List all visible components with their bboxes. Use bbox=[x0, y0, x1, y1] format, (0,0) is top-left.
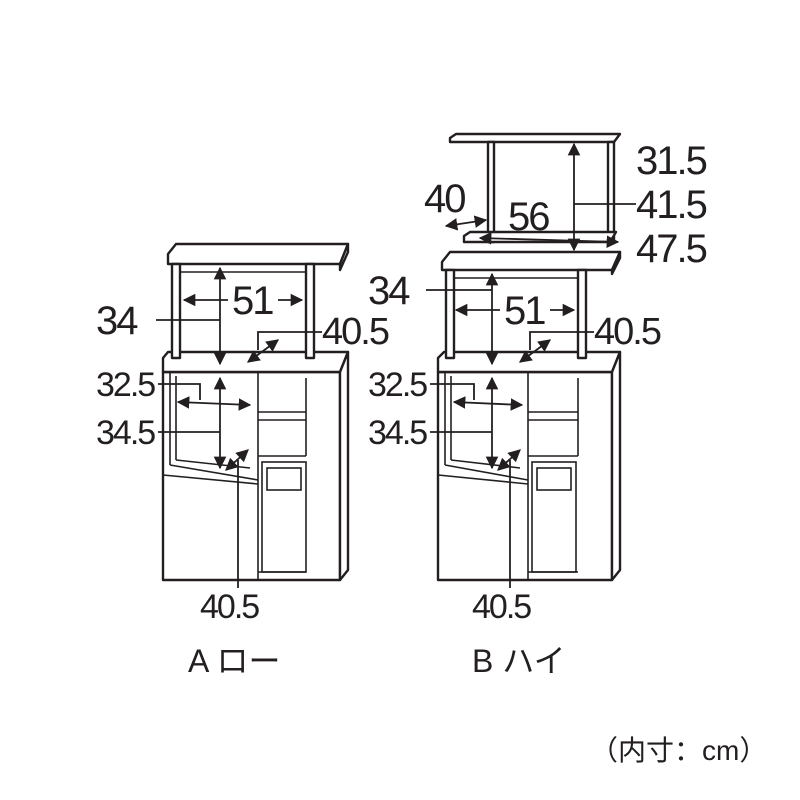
label-b-41-5: 41.5 bbox=[636, 183, 707, 227]
cabinet-b-high: 31.5 41.5 47.5 40 56 34 51 bbox=[368, 132, 709, 679]
label-b-40-5-top: 40.5 bbox=[594, 311, 661, 353]
label-b-34: 34 bbox=[368, 269, 410, 313]
dim-b-56-width: 56 bbox=[478, 195, 620, 248]
dim-a-51-width: 51 bbox=[182, 279, 304, 323]
label-b-47-5: 47.5 bbox=[636, 227, 707, 271]
dim-a-32-5: 32.5 bbox=[96, 366, 252, 411]
dim-b-40-5-top: 40.5 bbox=[518, 311, 663, 363]
dim-b-34-5: 34.5 bbox=[368, 376, 499, 470]
dim-a-40-5-bottom: 40.5 bbox=[200, 449, 261, 626]
dim-a-40-5-top: 40.5 bbox=[246, 311, 391, 363]
label-b-32-5: 32.5 bbox=[368, 366, 427, 404]
dim-a-34-5: 34.5 bbox=[96, 376, 227, 470]
label-b-40-5-bottom: 40.5 bbox=[472, 588, 531, 626]
label-a-40-5-bottom: 40.5 bbox=[200, 588, 259, 626]
dim-b-51-width: 51 bbox=[454, 289, 576, 333]
label-a-34: 34 bbox=[96, 299, 138, 343]
dim-b-40-depth: 40 bbox=[424, 177, 488, 231]
label-b-51: 51 bbox=[504, 289, 545, 333]
label-b-34-5: 34.5 bbox=[368, 414, 427, 452]
cabinet-a-base bbox=[161, 350, 350, 582]
label-a-51: 51 bbox=[232, 279, 273, 323]
label-a-40-5-top: 40.5 bbox=[322, 311, 389, 353]
label-a-34-5: 34.5 bbox=[96, 414, 155, 452]
cabinet-b-middle-unit bbox=[440, 250, 622, 360]
label-b-40: 40 bbox=[424, 177, 465, 221]
cabinet-a-top-unit bbox=[166, 242, 350, 360]
dim-b-40-5-bottom: 40.5 bbox=[472, 449, 533, 626]
cabinet-b-base bbox=[436, 350, 622, 582]
label-b-56: 56 bbox=[508, 195, 549, 239]
dim-b-top-heights: 31.5 41.5 47.5 bbox=[567, 139, 709, 271]
dim-b-32-5: 32.5 bbox=[368, 366, 524, 411]
dim-b-34-height: 34 bbox=[368, 269, 499, 366]
label-b-31-5: 31.5 bbox=[636, 139, 707, 183]
dim-a-34-height: 34 bbox=[96, 266, 227, 366]
unit-note: （内寸：cm） bbox=[590, 735, 767, 766]
label-a-32-5: 32.5 bbox=[96, 366, 155, 404]
caption-b: B ハイ bbox=[472, 643, 566, 679]
cabinet-a-low: 34 51 40.5 32.5 34.5 40.5 bbox=[96, 242, 391, 679]
caption-a: A ロー bbox=[188, 643, 280, 679]
